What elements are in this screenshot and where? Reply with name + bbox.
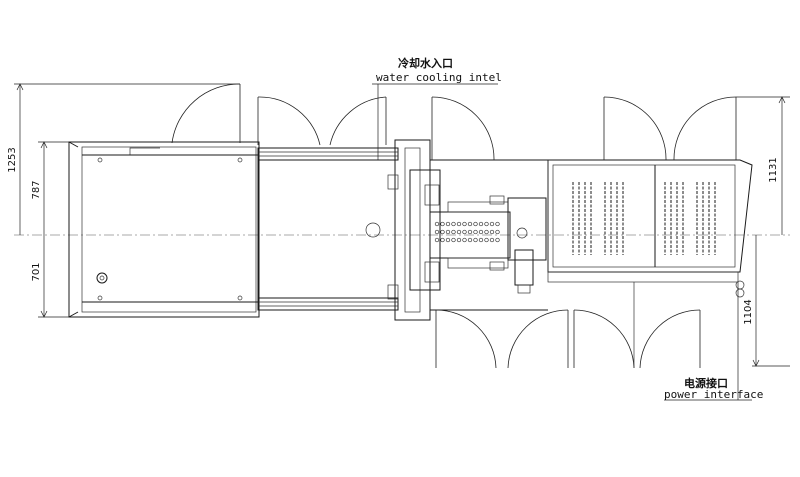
- laser-cabinet: [547, 159, 753, 298]
- dim-701: 701: [31, 262, 42, 281]
- center-hole: [365, 222, 381, 238]
- rails: [257, 147, 399, 311]
- machine-frame: [387, 139, 548, 321]
- cabinet-grilles: [572, 182, 716, 255]
- dim-787: 787: [31, 180, 42, 199]
- cutting-head: [429, 195, 547, 294]
- water-inlet-label-cn: 冷却水入口: [398, 56, 453, 70]
- power-interface-callout: [664, 282, 752, 401]
- shuttle-table: [68, 141, 381, 318]
- right-dimensions: [736, 96, 790, 367]
- dim-1131: 1131: [768, 157, 779, 182]
- table-knob: [96, 272, 108, 284]
- head-vents: [434, 221, 500, 243]
- dim-1104: 1104: [743, 299, 754, 324]
- left-dimensions: [14, 83, 240, 318]
- water-inlet-callout: [372, 83, 498, 160]
- dim-1253: 1253: [7, 147, 18, 172]
- door-swings: [171, 83, 737, 369]
- power-interface-label-cn: 电源接口: [684, 376, 728, 390]
- water-inlet-label-en: water cooling intel: [376, 71, 502, 84]
- power-interface-label-en: power interface: [664, 388, 763, 401]
